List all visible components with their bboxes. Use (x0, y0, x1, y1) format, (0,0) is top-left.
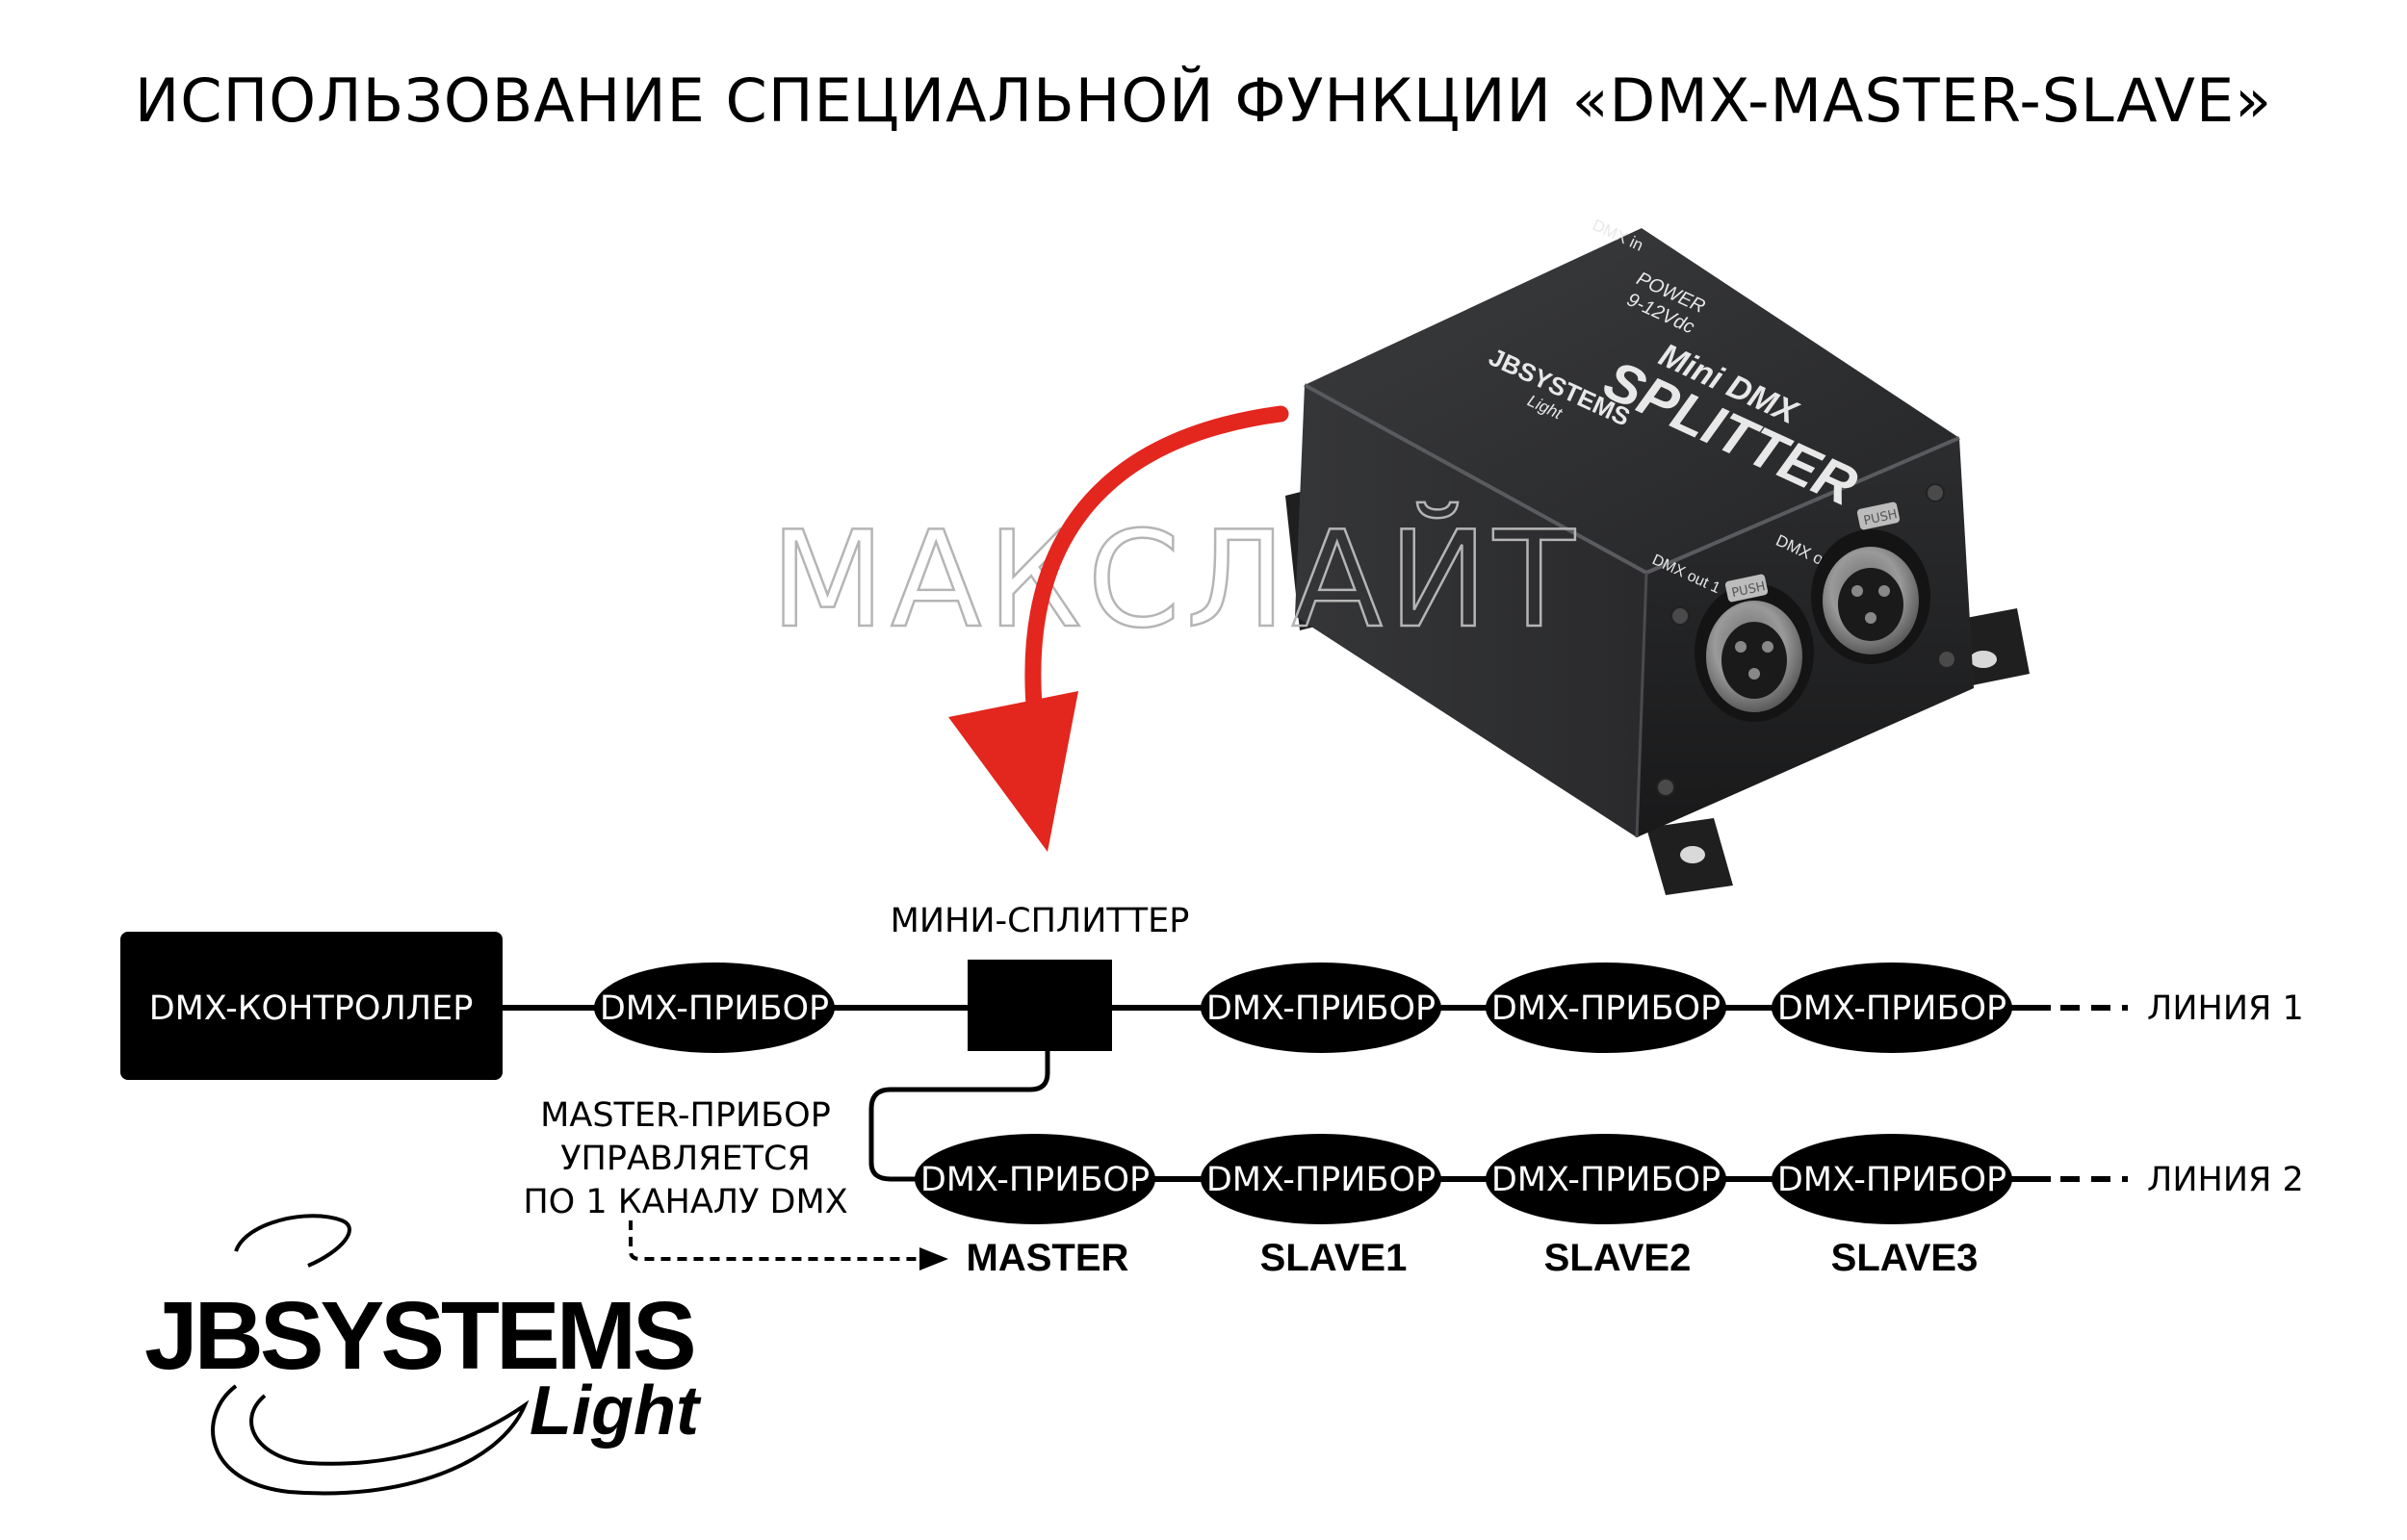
note-line-1: MASTER-ПРИБОР (540, 1096, 831, 1135)
logo-name: JBSYSTEMS (144, 1282, 693, 1390)
line1-device-3: DMX-ПРИБОР (1772, 962, 2012, 1053)
xlr-latch-label: PUSH (1862, 507, 1899, 528)
device-label: DMX-ПРИБОР (1491, 1161, 1721, 1199)
line2-device-slave1: DMX-ПРИБОР (1201, 1134, 1441, 1224)
logo-swoosh-top (234, 1214, 351, 1268)
device-label: DMX-ПРИБОР (920, 1161, 1150, 1199)
xlr-out1-connector: PUSH (1695, 574, 1814, 722)
line1-device-1: DMX-ПРИБОР (1201, 962, 1441, 1053)
device-label: DMX-ПРИБОР (1777, 989, 2006, 1028)
line1-device-2: DMX-ПРИБОР (1486, 962, 1726, 1053)
xlr-latch-label: PUSH (1730, 579, 1767, 601)
role-slave3: SLAVE3 (1831, 1237, 1979, 1279)
logo-swoosh-bottom (211, 1384, 530, 1496)
flange-hole (1970, 651, 1997, 668)
note-line-3: ПО 1 КАНАЛУ DMX (523, 1183, 847, 1221)
watermark: МАКСЛАЙТ (770, 502, 1581, 657)
mini-splitter-box (968, 960, 1112, 1051)
line1-device-0: DMX-ПРИБОР (594, 962, 835, 1053)
line2-device-slave2: DMX-ПРИБОР (1486, 1134, 1726, 1224)
flange-hole (1680, 846, 1705, 863)
role-slave2: SLAVE2 (1544, 1237, 1692, 1279)
role-slave1: SLAVE1 (1260, 1237, 1408, 1279)
device-side-face (1295, 385, 1646, 837)
screw (1656, 778, 1675, 797)
line2-device-master: DMX-ПРИБОР (915, 1134, 1155, 1224)
device-label: DMX-ПРИБОР (1777, 1161, 2006, 1199)
device-label: DMX-ПРИБОР (1206, 1161, 1436, 1199)
role-master: MASTER (967, 1237, 1129, 1279)
device-label: DMX-ПРИБОР (600, 989, 829, 1028)
red-curved-arrow (948, 405, 1289, 852)
jbsystems-logo: JBSYSTEMS Light (144, 1214, 702, 1496)
dmx-controller-label: DMX-КОНТРОЛЛЕР (149, 989, 474, 1028)
device-label: DMX-ПРИБОР (1491, 989, 1721, 1028)
splitter-device-photo: POWER 9-12Vdc DMX in Mini DMX SPLITTER J… (1285, 216, 2030, 895)
screw (1670, 606, 1690, 626)
xlr-out2-connector: PUSH (1811, 501, 1930, 664)
mini-splitter-label: МИНИ-СПЛИТТЕР (891, 902, 1190, 940)
line2-label: ЛИНИЯ 2 (2147, 1161, 2304, 1199)
screw (1937, 650, 1956, 669)
dmx-controller-box (120, 932, 503, 1080)
line2-device-slave3: DMX-ПРИБОР (1772, 1134, 2012, 1224)
logo-sub: Light (530, 1373, 702, 1450)
device-top-face (1305, 228, 1959, 573)
line1-label: ЛИНИЯ 1 (2147, 989, 2304, 1028)
page-title: ИСПОЛЬЗОВАНИЕ СПЕЦИАЛЬНОЙ ФУНКЦИИ «DMX-M… (134, 65, 2273, 136)
screw (1926, 483, 1945, 502)
note-line-2: УПРАВЛЯЕТСЯ (560, 1140, 811, 1178)
device-label: DMX-ПРИБОР (1206, 989, 1436, 1028)
dashed-pointer-arrow (629, 1220, 948, 1270)
